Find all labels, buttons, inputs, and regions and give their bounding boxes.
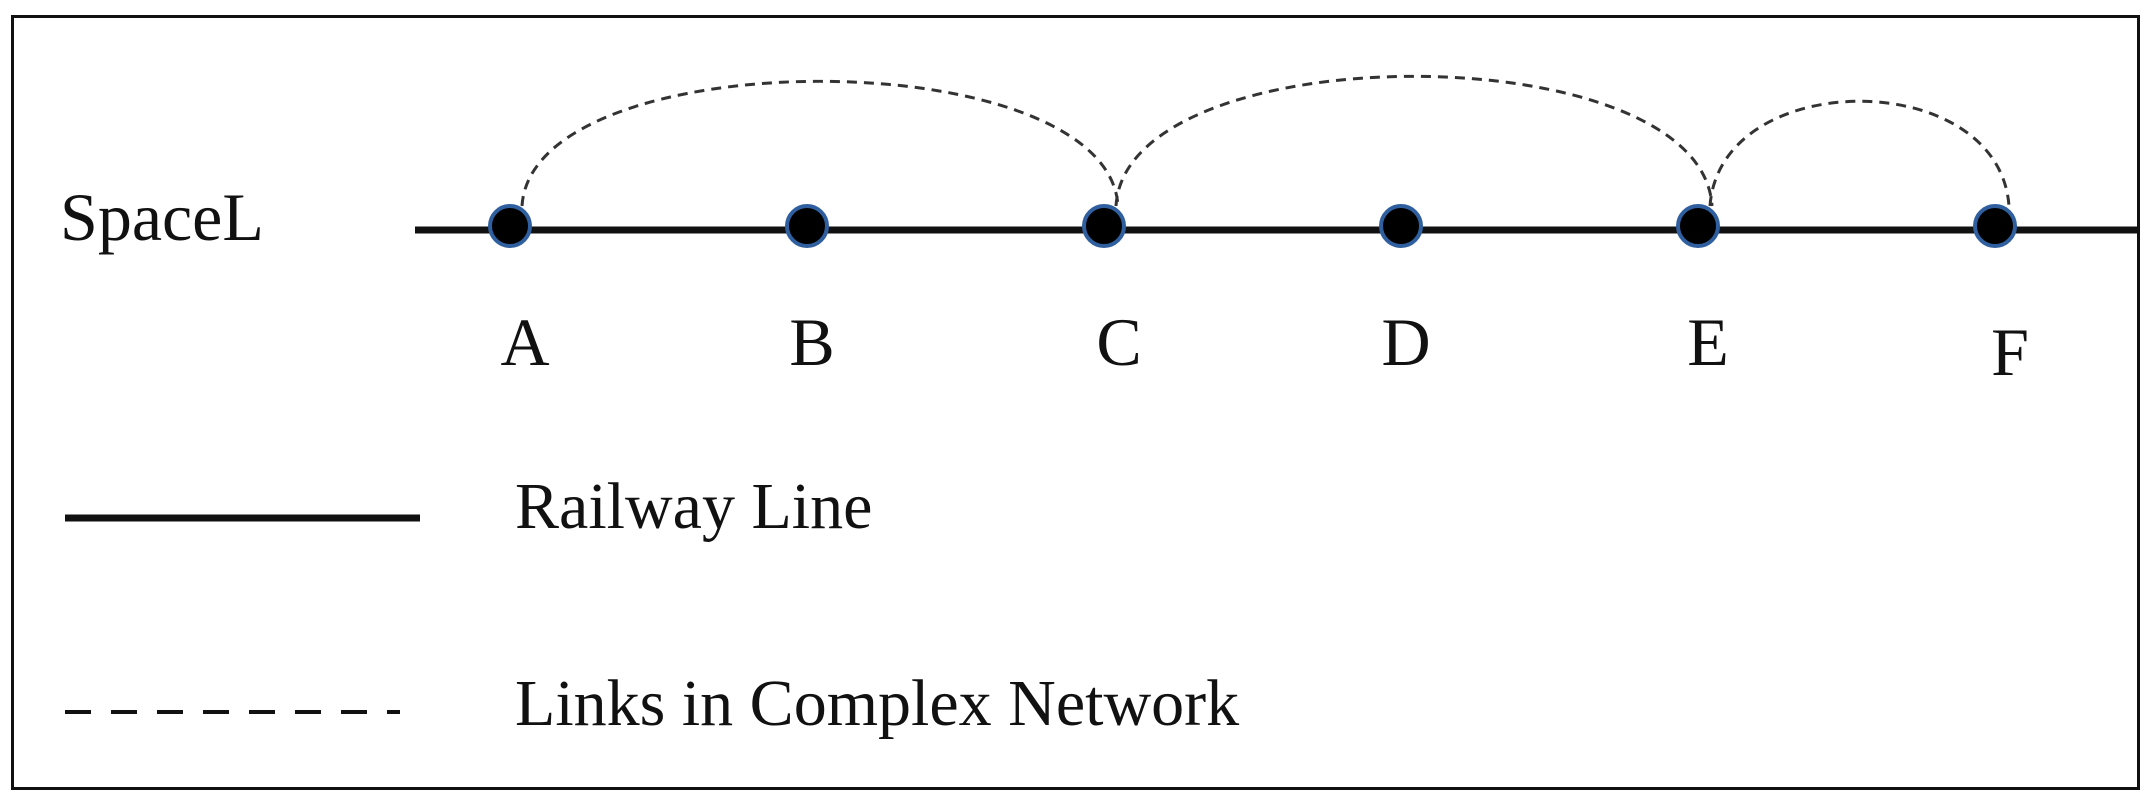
- station-nodes: [488, 204, 2017, 248]
- station-node-c: [1082, 204, 1126, 248]
- station-node-e: [1676, 204, 1720, 248]
- link-c-e: [1114, 74, 1714, 207]
- station-node-d: [1379, 204, 1423, 248]
- legend-links-label: Links in Complex Network: [515, 667, 1239, 740]
- station-label-b: B: [789, 304, 834, 380]
- station-label-e: E: [1687, 304, 1729, 380]
- station-node-b: [785, 204, 829, 248]
- station-node-a: [488, 204, 532, 248]
- station-label-f: F: [1991, 314, 2029, 390]
- station-node-f: [1973, 204, 2017, 248]
- legend-railway-label: Railway Line: [515, 470, 872, 543]
- station-labels: A B C D E F: [500, 304, 2028, 390]
- diagram-frame: [11, 15, 2140, 790]
- link-a-c: [520, 79, 1120, 207]
- link-e-f: [1708, 99, 2011, 207]
- station-label-a: A: [500, 304, 549, 380]
- space-label: SpaceL: [60, 179, 264, 255]
- station-label-d: D: [1381, 304, 1430, 380]
- network-links: [520, 74, 2011, 207]
- station-label-c: C: [1096, 304, 1141, 380]
